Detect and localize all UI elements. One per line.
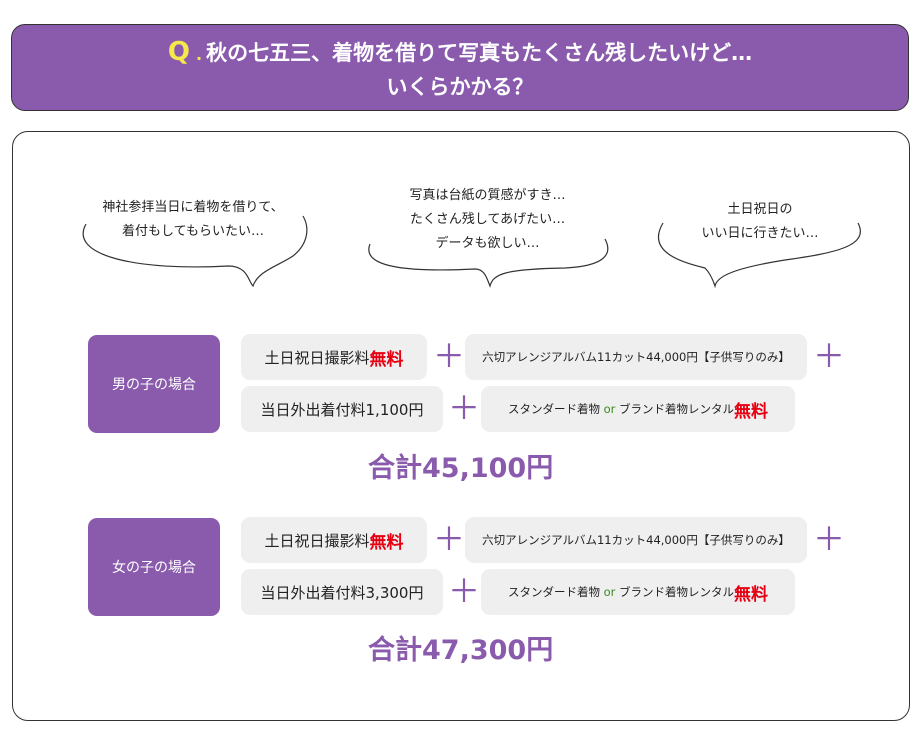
bubble-curve <box>657 222 861 289</box>
bubble-curve <box>82 215 308 288</box>
bubble-text: いい日に行きたい… <box>701 226 819 241</box>
kimono-rental-item: スタンダード着物 or ブランド着物レンタル無料 <box>481 569 795 615</box>
plus-icon: ＋ <box>448 389 481 427</box>
free-label: 無料 <box>369 349 404 370</box>
or-label: or <box>603 402 616 416</box>
item-text: 土日祝日撮影料 <box>264 348 370 367</box>
q-dot-icon: . <box>196 45 203 64</box>
q-icon: Q <box>167 37 191 67</box>
bubble-text: たくさん残してあげたい… <box>409 212 566 227</box>
bubble-text: データも欲しい… <box>435 236 540 251</box>
album-item: 六切アレンジアルバム11カット44,000円【子供写りのみ】 <box>465 517 807 563</box>
free-label: 無料 <box>734 584 769 605</box>
plus-icon: ＋ <box>813 520 846 558</box>
plus-icon: ＋ <box>448 572 481 610</box>
question-line-1: Q.秋の七五三、着物を借りて写真もたくさん残したいけど… <box>167 37 753 67</box>
boy-case-label: 男の子の場合 <box>88 335 220 433</box>
dressing-fee-item: 当日外出着付料1,100円 <box>241 386 443 432</box>
bubble-curve <box>368 238 609 288</box>
item-text: ブランド着物レンタル <box>619 402 735 416</box>
speech-bubble-1: 神社参拝当日に着物を借りて、 着付もしてもらいたい… <box>78 196 308 288</box>
bubble-text: 神社参拝当日に着物を借りて、 <box>102 200 284 215</box>
item-text: ブランド着物レンタル <box>619 585 735 599</box>
speech-bubble-2: 写真は台紙の質感がすき… たくさん残してあげたい… データも欲しい… <box>365 184 610 289</box>
free-label: 無料 <box>369 532 404 553</box>
question-line-2: いくらかかる？ <box>386 75 534 99</box>
plus-icon: ＋ <box>433 337 466 375</box>
question-banner: Q.秋の七五三、着物を借りて写真もたくさん残したいけど… いくらかかる？ <box>11 24 909 111</box>
item-text: スタンダード着物 <box>507 402 600 416</box>
item-text: スタンダード着物 <box>507 585 600 599</box>
photo-fee-item: 土日祝日撮影料無料 <box>241 334 427 380</box>
boy-total: 合計45,100円 <box>368 453 554 484</box>
bubble-text: 土日祝日の <box>727 202 793 217</box>
girl-case-label: 女の子の場合 <box>88 518 220 616</box>
free-label: 無料 <box>734 401 769 422</box>
item-text: 土日祝日撮影料 <box>264 531 370 550</box>
photo-fee-item: 土日祝日撮影料無料 <box>241 517 427 563</box>
dressing-fee-item: 当日外出着付料3,300円 <box>241 569 443 615</box>
speech-bubble-3: 土日祝日の いい日に行きたい… <box>655 198 865 289</box>
album-item: 六切アレンジアルバム11カット44,000円【子供写りのみ】 <box>465 334 807 380</box>
or-label: or <box>603 585 616 599</box>
bubble-text: 着付もしてもらいたい… <box>122 224 264 239</box>
girl-total: 合計47,300円 <box>368 635 554 666</box>
plus-icon: ＋ <box>433 520 466 558</box>
bubble-text: 写真は台紙の質感がすき… <box>409 188 566 203</box>
kimono-rental-item: スタンダード着物 or ブランド着物レンタル無料 <box>481 386 795 432</box>
plus-icon: ＋ <box>813 337 846 375</box>
